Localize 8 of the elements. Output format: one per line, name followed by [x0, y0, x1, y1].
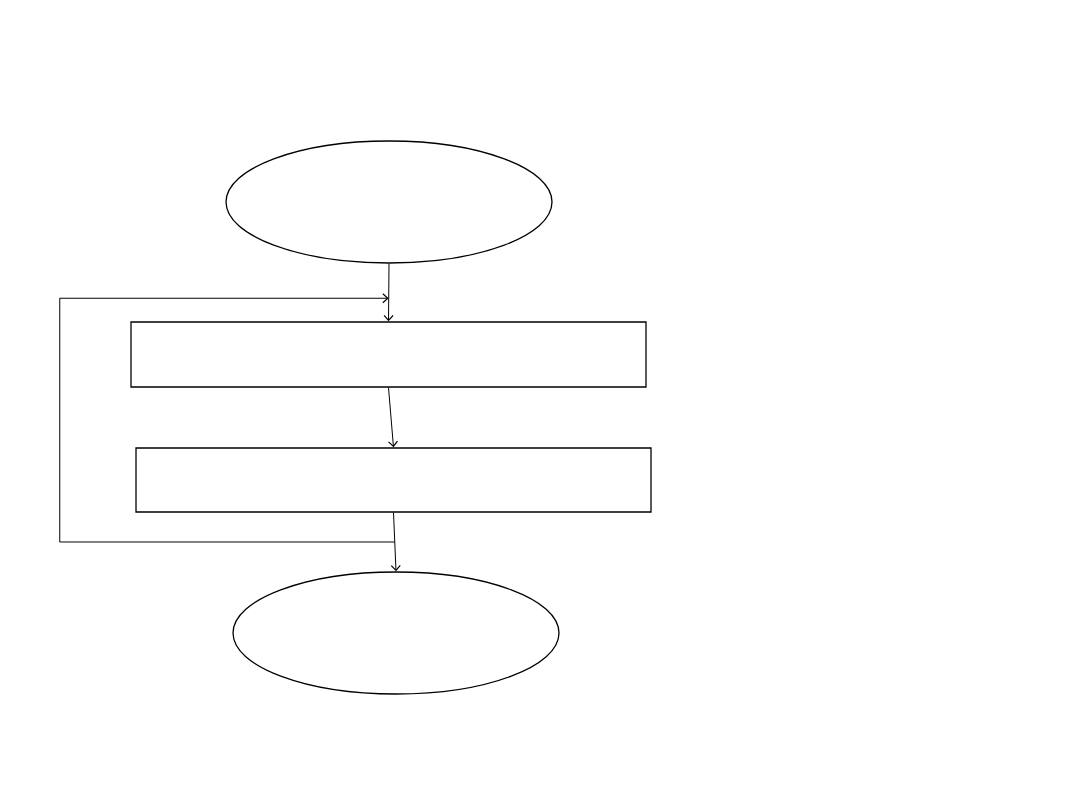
ellipse-shape — [225, 140, 553, 264]
arrow — [387, 387, 399, 448]
process-box — [130, 321, 647, 388]
arrow — [390, 512, 401, 572]
arrow — [59, 293, 396, 543]
arrow — [383, 263, 394, 322]
ellipse-shape — [232, 571, 560, 695]
process-box — [135, 447, 652, 513]
